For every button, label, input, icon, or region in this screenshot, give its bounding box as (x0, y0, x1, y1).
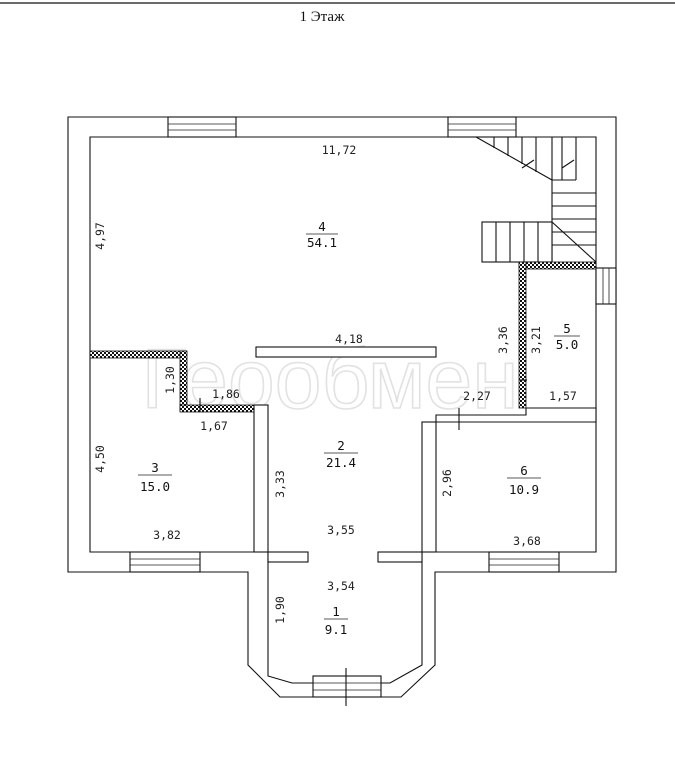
dim-stair-wall: 3,36 (496, 326, 510, 354)
window-top-left (167, 116, 237, 138)
svg-text:2: 2 (337, 438, 345, 453)
window-bottom-left (129, 551, 201, 573)
dim-room6-bottom: 3,68 (513, 534, 541, 548)
svg-text:10.9: 10.9 (509, 482, 539, 497)
svg-text:54.1: 54.1 (307, 235, 337, 250)
svg-text:5.0: 5.0 (556, 337, 579, 352)
dim-room3-height: 4,50 (93, 445, 107, 473)
room-label-4: 4 54.1 (306, 219, 338, 250)
room-6-walls (421, 407, 597, 553)
svg-text:15.0: 15.0 (140, 479, 170, 494)
svg-text:6: 6 (520, 463, 528, 478)
dim-partition: 4,18 (335, 332, 363, 346)
room-3-walls (89, 350, 269, 553)
room-label-6: 6 10.9 (507, 463, 541, 497)
dim-room3-step-w: 1,86 (212, 387, 240, 401)
window-right (595, 267, 617, 305)
svg-text:21.4: 21.4 (326, 455, 356, 470)
dim-corridor-offset: 2,27 (463, 389, 491, 403)
dim-top-width: 11,72 (322, 143, 357, 157)
dim-left-height: 4,97 (93, 222, 107, 250)
dim-entry-height: 1,90 (273, 596, 287, 624)
dim-room3-step-h: 1,30 (163, 366, 177, 394)
room-label-1: 1 9.1 (324, 604, 348, 637)
window-bottom-right (488, 551, 560, 573)
dim-hall-height: 3,33 (273, 470, 287, 498)
svg-text:3: 3 (151, 460, 159, 475)
svg-text:4: 4 (318, 219, 326, 234)
entry-wall-right (377, 551, 423, 563)
dim-room5-width: 1,57 (549, 389, 577, 403)
dim-room3-bottom: 3,82 (153, 528, 181, 542)
svg-text:5: 5 (563, 321, 571, 336)
entry-wall-left (267, 551, 309, 563)
dim-entry-width: 3,54 (327, 579, 355, 593)
room-label-3: 3 15.0 (138, 460, 172, 494)
dim-room3-top: 1,67 (200, 419, 228, 433)
staircase (475, 136, 597, 263)
room-label-2: 2 21.4 (324, 438, 358, 470)
page-title: 1 Этаж (300, 9, 346, 25)
dim-hall-width: 3,55 (327, 523, 355, 537)
svg-text:9.1: 9.1 (325, 622, 348, 637)
window-top-right (447, 116, 517, 138)
partition-wall (255, 346, 437, 358)
window-entry (312, 668, 382, 706)
dim-room6-height: 2,96 (440, 469, 454, 497)
room-label-5: 5 5.0 (554, 321, 580, 352)
svg-text:1: 1 (332, 604, 340, 619)
dim-room5-height: 3,21 (529, 326, 543, 354)
